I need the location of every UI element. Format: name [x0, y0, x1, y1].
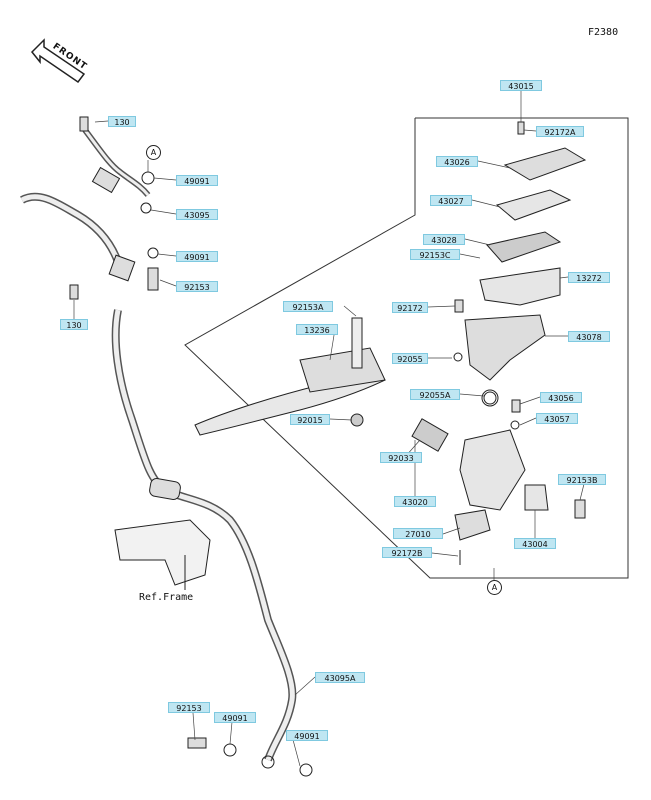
- part-label-43095A[interactable]: 43095A: [315, 672, 365, 683]
- part-label-92015[interactable]: 92015: [290, 414, 330, 425]
- hose-fitting-upper: [91, 166, 121, 194]
- part-label-49091[interactable]: 49091: [214, 712, 256, 723]
- part-label-92153[interactable]: 92153: [176, 281, 218, 292]
- part-label-43027[interactable]: 43027: [430, 195, 472, 206]
- part-label-43095[interactable]: 43095: [176, 209, 218, 220]
- upper-hose: [20, 192, 122, 264]
- hose-fitting-lower: [108, 254, 136, 282]
- part-label-92153[interactable]: 92153: [168, 702, 210, 713]
- lower-cylinder: [459, 429, 526, 511]
- front-arrow-icon: [30, 38, 86, 84]
- part-label-92153A[interactable]: 92153A: [283, 301, 333, 312]
- part-label-130[interactable]: 130: [108, 116, 136, 127]
- part-label-13272[interactable]: 13272: [568, 272, 610, 283]
- part-label-92172A[interactable]: 92172A: [536, 126, 584, 137]
- part-label-43028[interactable]: 43028: [423, 234, 465, 245]
- switch: [454, 509, 491, 541]
- part-label-43020[interactable]: 43020: [394, 496, 436, 507]
- part-label-92153C[interactable]: 92153C: [410, 249, 460, 260]
- lever-pivot: [299, 347, 386, 393]
- part-label-27010[interactable]: 27010: [393, 528, 443, 539]
- part-label-43078[interactable]: 43078: [568, 331, 610, 342]
- figure-code: F2380: [588, 27, 619, 38]
- clamp: [524, 484, 549, 511]
- part-label-49091[interactable]: 49091: [286, 730, 328, 741]
- callout-a-upper: A: [146, 145, 161, 160]
- callout-a-lower: A: [487, 580, 502, 595]
- hose-clamp: [149, 477, 181, 501]
- part-label-43015[interactable]: 43015: [500, 80, 542, 91]
- frame-bracket: [114, 519, 211, 586]
- part-label-49091[interactable]: 49091: [176, 175, 218, 186]
- part-label-43057[interactable]: 43057: [536, 413, 578, 424]
- part-label-43056[interactable]: 43056: [540, 392, 582, 403]
- part-label-13236[interactable]: 13236: [296, 324, 338, 335]
- part-label-92055A[interactable]: 92055A: [410, 389, 460, 400]
- part-label-92055[interactable]: 92055: [392, 353, 428, 364]
- piston-kit: [411, 418, 449, 452]
- part-label-92172B[interactable]: 92172B: [382, 547, 432, 558]
- part-label-49091[interactable]: 49091: [176, 251, 218, 262]
- part-label-43004[interactable]: 43004: [514, 538, 556, 549]
- assembly-outline: [184, 117, 629, 579]
- part-label-130[interactable]: 130: [60, 319, 88, 330]
- part-label-92033[interactable]: 92033: [380, 452, 422, 463]
- ref-frame-label: Ref.Frame: [139, 592, 194, 603]
- master-cylinder-body: [464, 314, 546, 381]
- part-label-43026[interactable]: 43026: [436, 156, 478, 167]
- part-label-92172[interactable]: 92172: [392, 302, 428, 313]
- part-label-92153B[interactable]: 92153B: [558, 474, 606, 485]
- reservoir-cap: [503, 147, 587, 181]
